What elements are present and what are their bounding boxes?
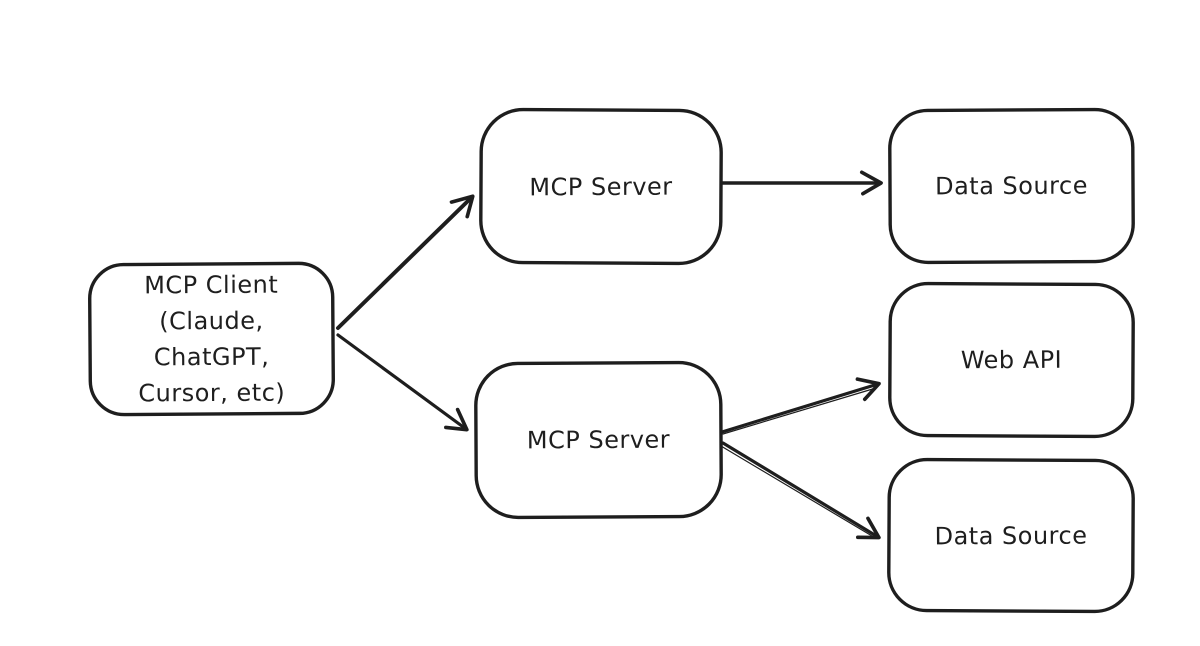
edge-server-bottom-to-data-source: [721, 441, 881, 540]
mcp-server-top-box: [479, 107, 723, 266]
mcp-client-box: [88, 261, 335, 417]
edge-server-bottom-to-web-api-sketch-stroke: [722, 387, 877, 435]
edge-client-to-server-top: [336, 194, 475, 330]
edge-server-bottom-to-data-source-sketch-stroke: [720, 445, 873, 537]
mcp-server-bottom-box: [474, 360, 723, 520]
data-source-bottom-box: [887, 457, 1135, 614]
edge-client-to-server-bottom: [336, 333, 469, 432]
web-api-box: [888, 281, 1135, 439]
data-source-top-box: [888, 107, 1135, 265]
edge-server-bottom-to-web-api: [720, 377, 881, 434]
